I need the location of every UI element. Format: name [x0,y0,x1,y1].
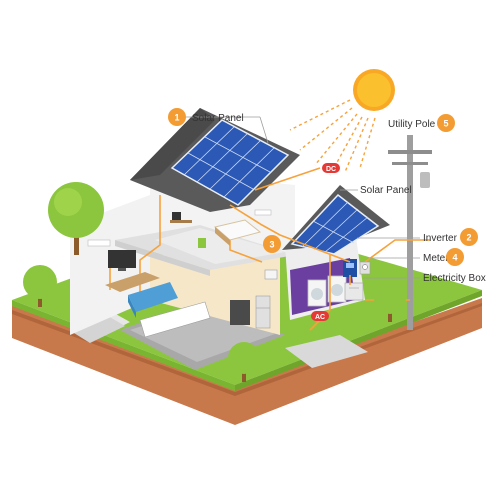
wires [109,167,430,331]
badge-2 [460,228,478,246]
badge-1 [168,108,186,126]
electricity-box-icon [344,282,364,301]
tree-icon [228,342,260,382]
utility-pole-icon [388,135,432,330]
label-solar-panel-1: 1 Solar Panel [168,108,269,144]
label-meter: Meter 4 [370,248,464,266]
svg-text:DC: DC [326,166,336,173]
label-utility-pole: 5 Utility Pole [388,114,455,132]
tree-icon [374,282,406,322]
washing-machine-icon [307,275,347,307]
badge-4 [446,248,464,266]
desk-icon [170,212,192,223]
tv-icon [108,250,136,271]
badge-5 [437,114,455,132]
label-electricity-box: Electricity Box [363,273,486,284]
solar-panel-icon [170,119,290,206]
svg-text:2: 2 [466,233,471,243]
svg-text:Utility Pole: Utility Pole [388,119,436,130]
svg-text:3: 3 [269,240,274,250]
soil [12,298,482,425]
svg-text:Inverter: Inverter [423,233,458,244]
svg-text:Solar Panel: Solar Panel [192,113,244,124]
sun-icon [353,69,395,111]
tree-icon [23,265,57,307]
svg-text:Solar Panel: Solar Panel [360,185,412,196]
fridge-icon [255,295,271,329]
label-solar-panel-2: Solar Panel [340,185,412,196]
badge-3: 3 [263,235,281,253]
dc-tag: DC [322,163,340,173]
walkway [285,335,368,368]
svg-text:4: 4 [452,253,457,263]
svg-text:AC: AC [315,314,325,321]
ac-tag: AC [311,311,329,321]
sofa-icon [128,282,178,318]
svg-text:Electricity Box: Electricity Box [423,273,486,284]
meter-icon [359,261,371,275]
svg-text:1: 1 [174,113,179,123]
svg-text:Meter: Meter [423,253,449,264]
svg-text:5: 5 [443,119,448,129]
bed-icon [213,219,262,246]
tree-icon [48,182,104,255]
label-inverter: Inverter 2 [357,228,478,246]
inverter-icon [343,259,357,277]
